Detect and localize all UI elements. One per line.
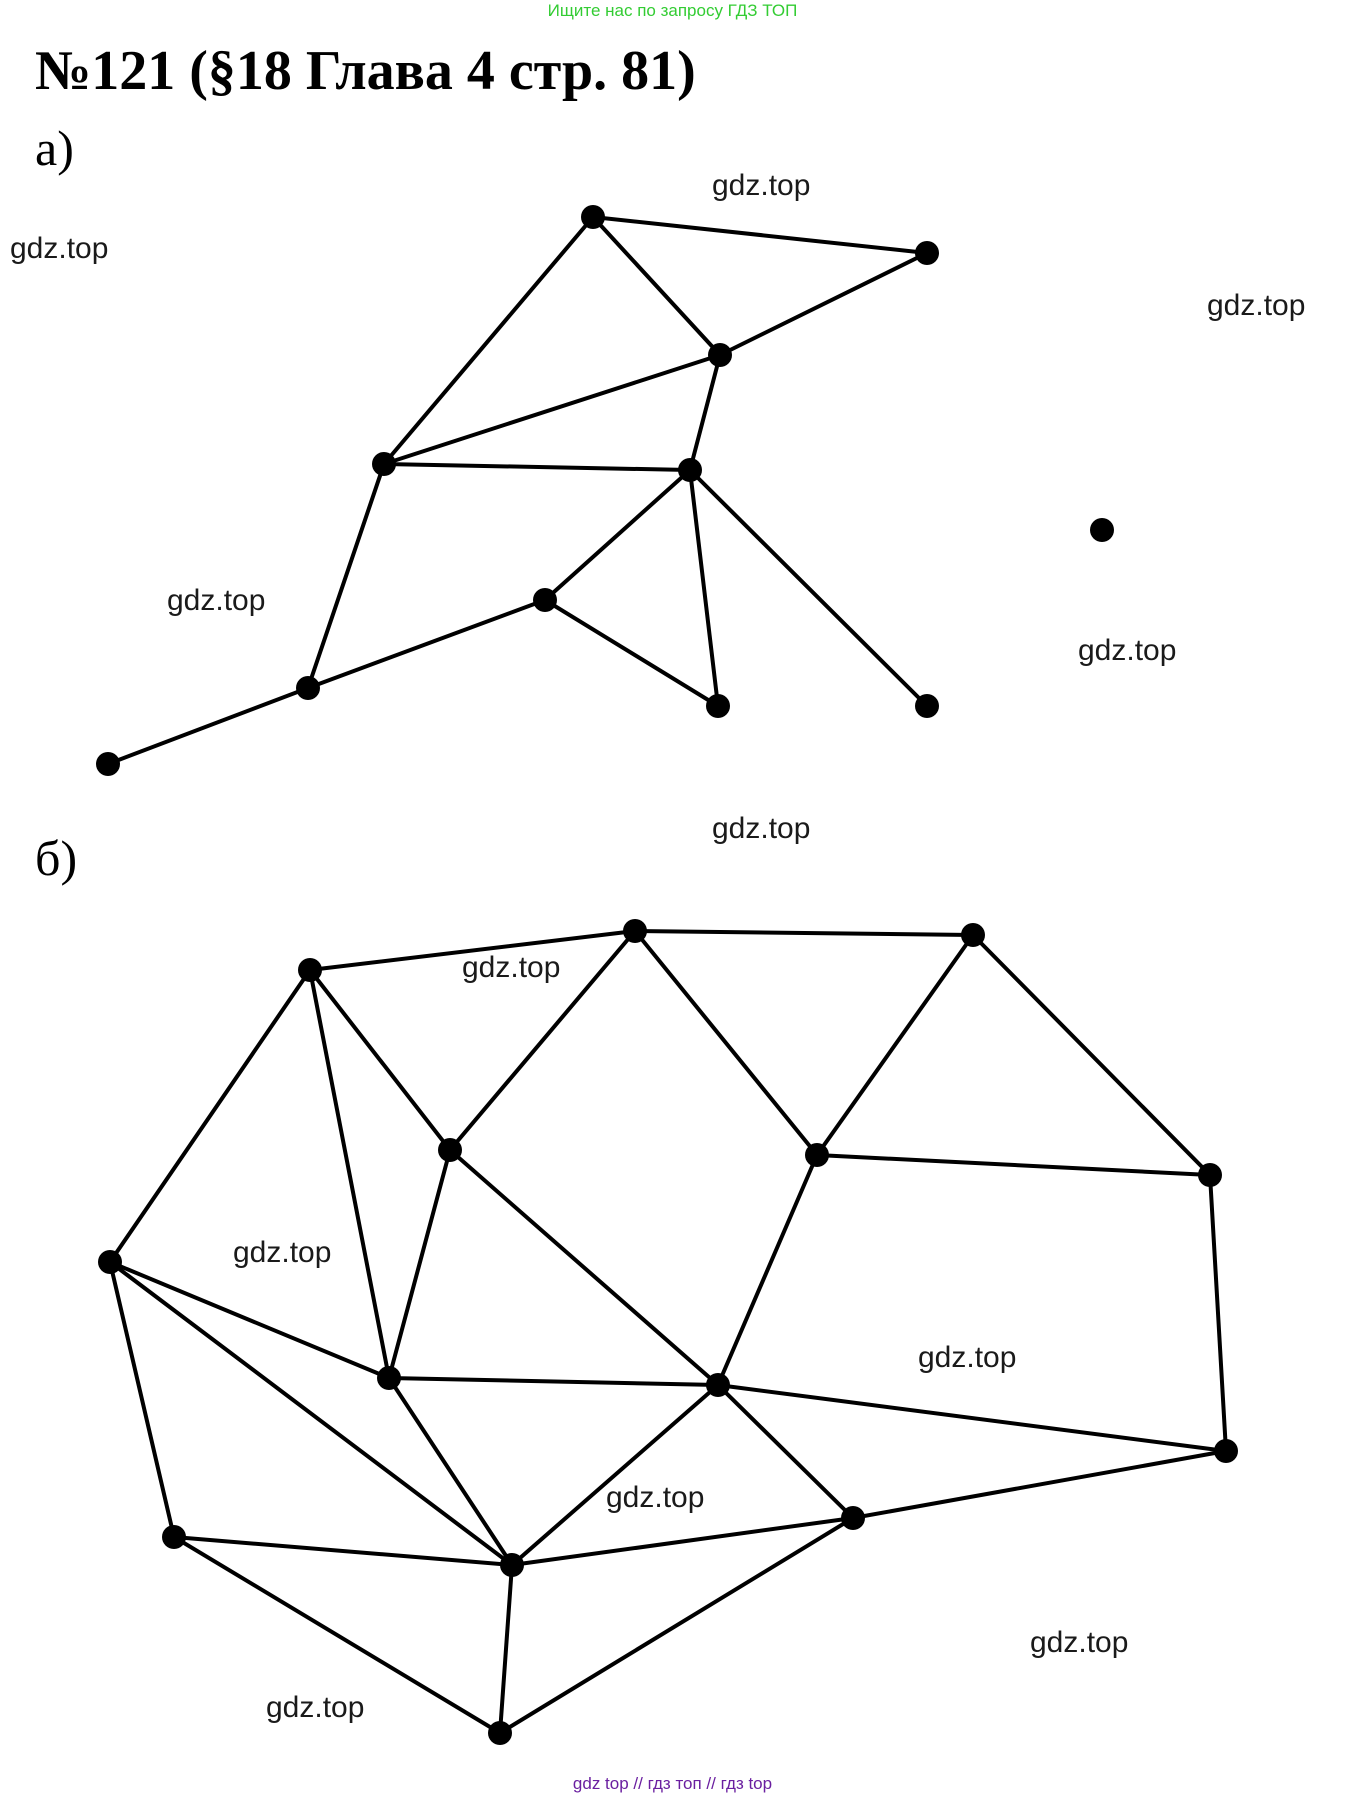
graph-a-edge — [591, 215, 929, 255]
graph-b-edge — [815, 933, 975, 1157]
watermark-text: gdz.top — [712, 812, 810, 845]
graph-b-vertex — [98, 1250, 122, 1274]
watermarks: gdz.top gdz.top gdz.top gdz.top gdz.top gdz.t… — [10, 169, 1305, 1724]
graph-b-edge — [308, 968, 452, 1152]
graph-b-vertex — [298, 958, 322, 982]
graph-b-edge — [308, 968, 391, 1380]
graph-b-vertex — [1214, 1439, 1238, 1463]
graph-b-edge — [448, 929, 637, 1152]
graph-a-vertex — [533, 588, 557, 612]
part-a-label: а) — [35, 120, 74, 176]
top-banner: Ищите нас по запросу ГДЗ ТОП — [547, 1, 798, 20]
graph-a-edge — [543, 598, 720, 708]
watermark-text: gdz.top — [712, 169, 810, 202]
graph-b-vertex — [961, 923, 985, 947]
graph-b-edge — [172, 1535, 514, 1567]
graph-a-vertex — [296, 676, 320, 700]
graph-b-edge — [387, 1376, 720, 1387]
watermark-text: gdz.top — [233, 1236, 331, 1269]
graph-b-edge — [387, 1148, 452, 1380]
graph-b-edge — [498, 1563, 514, 1735]
footer-watermark: gdz top // гдз топ // гдз top — [572, 1774, 773, 1793]
graph-a-vertex — [96, 752, 120, 776]
graph-b-edge — [815, 1153, 1212, 1177]
graph-a — [96, 205, 1114, 776]
graph-b-edge — [633, 929, 819, 1157]
watermark-text: gdz.top — [462, 951, 560, 984]
graph-a-edge — [718, 251, 929, 357]
graph-b-edge — [1208, 1173, 1228, 1453]
graph-a-edge — [306, 598, 547, 690]
graph-b-edge — [510, 1516, 855, 1567]
graph-a-vertex — [581, 205, 605, 229]
graph-a-edge — [591, 215, 722, 357]
graph-a-edge — [688, 468, 929, 708]
graph-b-edge — [172, 1535, 502, 1735]
graph-b-edge — [851, 1449, 1228, 1520]
graph-b-edge — [448, 1148, 720, 1387]
page-title: №121 (§18 Глава 4 стр. 81) — [35, 40, 696, 102]
graph-a-edge — [382, 215, 595, 466]
graph-b-edge — [308, 929, 637, 972]
graph-b-edge — [108, 1260, 514, 1567]
graph-b-edge — [387, 1376, 514, 1567]
graph-b-edge — [108, 1260, 176, 1539]
graph-b — [98, 919, 1238, 1745]
graph-a-vertex — [915, 694, 939, 718]
graph-a-vertex — [372, 452, 396, 476]
graph-b-vertex — [377, 1366, 401, 1390]
graph-a-edge — [688, 353, 722, 472]
graph-b-vertex — [438, 1138, 462, 1162]
graph-b-vertex — [500, 1553, 524, 1577]
graph-b-vertex — [841, 1506, 865, 1530]
graph-b-edge — [633, 929, 975, 937]
watermark-text: gdz.top — [606, 1481, 704, 1514]
graph-a-edge — [382, 462, 692, 472]
graph-b-vertex — [488, 1721, 512, 1745]
graph-b-vertex — [1198, 1163, 1222, 1187]
graph-a-edge — [688, 468, 720, 708]
graph-b-edge — [716, 1383, 1228, 1453]
watermark-text: gdz.top — [1078, 634, 1176, 667]
graph-b-edge — [498, 1516, 855, 1735]
part-b-label: б) — [35, 830, 78, 886]
graph-b-edge — [108, 968, 312, 1264]
graph-a-vertex — [915, 241, 939, 265]
graph-b-edge — [108, 1260, 391, 1380]
graph-b-vertex — [623, 919, 647, 943]
graph-b-edge — [971, 933, 1212, 1177]
graph-b-edge — [716, 1383, 855, 1520]
graph-a-edge — [382, 353, 722, 466]
graph-a-vertex — [708, 343, 732, 367]
graph-a-edge — [306, 462, 386, 690]
watermark-text: gdz.top — [1207, 289, 1305, 322]
graph-b-vertex — [706, 1373, 730, 1397]
watermark-text: gdz.top — [1030, 1626, 1128, 1659]
graph-b-vertex — [805, 1143, 829, 1167]
graph-a-edge — [543, 468, 692, 602]
graph-b-edge — [716, 1153, 819, 1387]
graph-a-vertex — [678, 458, 702, 482]
watermark-text: gdz.top — [167, 584, 265, 617]
graph-b-vertex — [162, 1525, 186, 1549]
watermark-text: gdz.top — [918, 1341, 1016, 1374]
watermark-text: gdz.top — [10, 232, 108, 265]
graph-b-edge — [510, 1383, 720, 1567]
graph-a-vertex — [1090, 518, 1114, 542]
graph-a-edge — [106, 686, 310, 766]
watermark-text: gdz.top — [266, 1691, 364, 1724]
graph-a-vertex — [706, 694, 730, 718]
